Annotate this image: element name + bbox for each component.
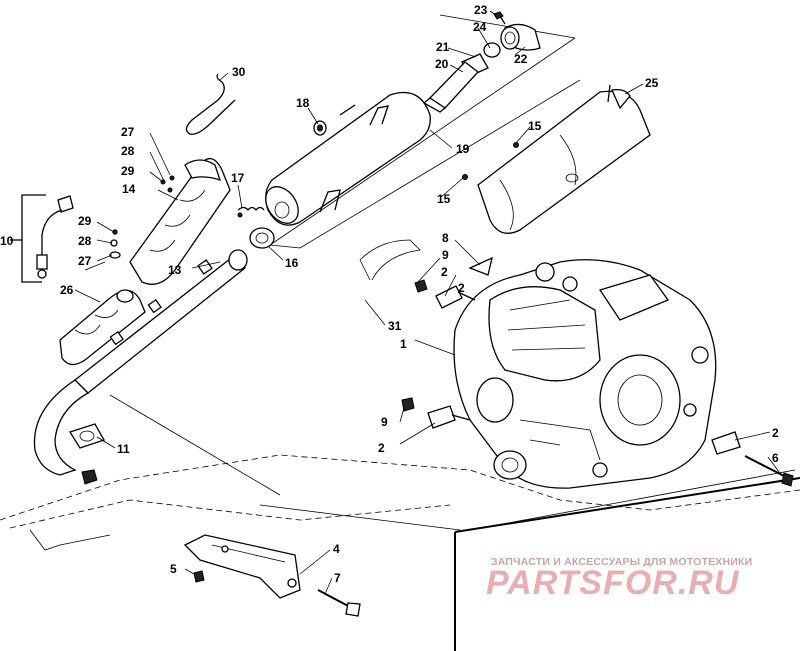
part-27-29-hardware-lower <box>109 229 121 259</box>
part-9-nut-upper <box>414 279 428 293</box>
part-4-mount-bracket <box>183 534 301 599</box>
callout-1: 1 <box>400 337 407 351</box>
part-15-screw-lower <box>462 174 468 180</box>
part-24-gasket <box>483 42 501 58</box>
part-15-screw-upper <box>513 142 519 148</box>
part-10-o2-sensor <box>10 194 74 283</box>
callout-28-lower: 28 <box>78 234 92 248</box>
part-31-bracket <box>359 239 493 281</box>
callout-2-mid: 2 <box>458 281 465 295</box>
callout-9-upper: 9 <box>442 248 449 262</box>
frame-outline <box>0 394 800 651</box>
callout-10: 10 <box>0 234 14 248</box>
callout-25: 25 <box>645 76 659 90</box>
part-18-grommet <box>313 120 327 136</box>
callout-22: 22 <box>514 52 528 66</box>
callout-11: 11 <box>117 442 130 456</box>
callout-labels: 1 2 2 2 2 4 5 6 7 8 9 9 10 11 13 14 15 1… <box>0 3 779 585</box>
callout-18: 18 <box>296 96 310 110</box>
part-19-muffler <box>265 91 431 226</box>
callout-24: 24 <box>473 20 487 34</box>
callout-27-upper: 27 <box>121 125 135 139</box>
watermark-logo: PARTSFOR.RU <box>486 564 740 602</box>
callout-29-upper: 29 <box>121 164 135 178</box>
part-26-head-pipe-shield <box>59 289 146 366</box>
part-14-header-shield <box>129 158 231 285</box>
callout-21: 21 <box>436 40 450 54</box>
callout-7: 7 <box>334 571 341 585</box>
callout-6: 6 <box>772 451 779 465</box>
part-11-exhaust-gasket <box>69 423 105 449</box>
part-25-heat-shield <box>477 84 651 234</box>
part-2-stud-right <box>711 431 741 455</box>
part-30-spring <box>185 73 236 135</box>
part-20-spark-arrestor <box>422 61 479 113</box>
callout-5: 5 <box>170 562 177 576</box>
watermark-subtitle: ЗАПЧАСТИ И АКСЕССУАРЫ ДЛЯ МОТОТЕХНИКИ <box>491 556 753 568</box>
part-22-outlet-tip <box>500 23 541 51</box>
part-2-stud-upper <box>435 285 476 309</box>
part-17-spring <box>237 206 265 218</box>
part-16-gasket-ring <box>249 227 275 249</box>
callout-27-lower: 27 <box>78 254 92 268</box>
callout-2-right: 2 <box>772 426 779 440</box>
part-23-bolt <box>493 11 506 25</box>
exhaust-port-nut <box>81 469 98 485</box>
callout-8: 8 <box>442 231 449 245</box>
leader-lines <box>74 10 783 595</box>
callout-4: 4 <box>333 542 340 556</box>
callout-28-upper: 28 <box>121 144 135 158</box>
part-13-head-pipe <box>33 249 248 476</box>
part-6-bolt <box>744 455 794 487</box>
callout-23: 23 <box>474 3 488 17</box>
callout-15-lower: 15 <box>437 192 451 206</box>
callout-31: 31 <box>388 319 402 333</box>
callout-15-upper: 15 <box>528 119 542 133</box>
callout-14: 14 <box>122 182 136 196</box>
callout-19: 19 <box>456 142 470 156</box>
callout-20: 20 <box>435 57 449 71</box>
part-5-bolt <box>193 570 205 583</box>
part-2-stud-lower <box>427 405 471 429</box>
part-7-bolt <box>317 589 361 617</box>
callout-2-lower: 2 <box>378 441 385 455</box>
callout-30: 30 <box>232 65 246 79</box>
callout-16: 16 <box>285 256 299 270</box>
part-9-nut-lower <box>401 397 415 412</box>
callout-26: 26 <box>60 283 74 297</box>
callout-17: 17 <box>231 171 245 185</box>
callout-9-lower: 9 <box>381 415 388 429</box>
callout-2-upper: 2 <box>441 265 448 279</box>
part-1-engine <box>453 259 717 489</box>
callout-13: 13 <box>168 263 182 277</box>
callout-29-lower: 29 <box>78 214 92 228</box>
